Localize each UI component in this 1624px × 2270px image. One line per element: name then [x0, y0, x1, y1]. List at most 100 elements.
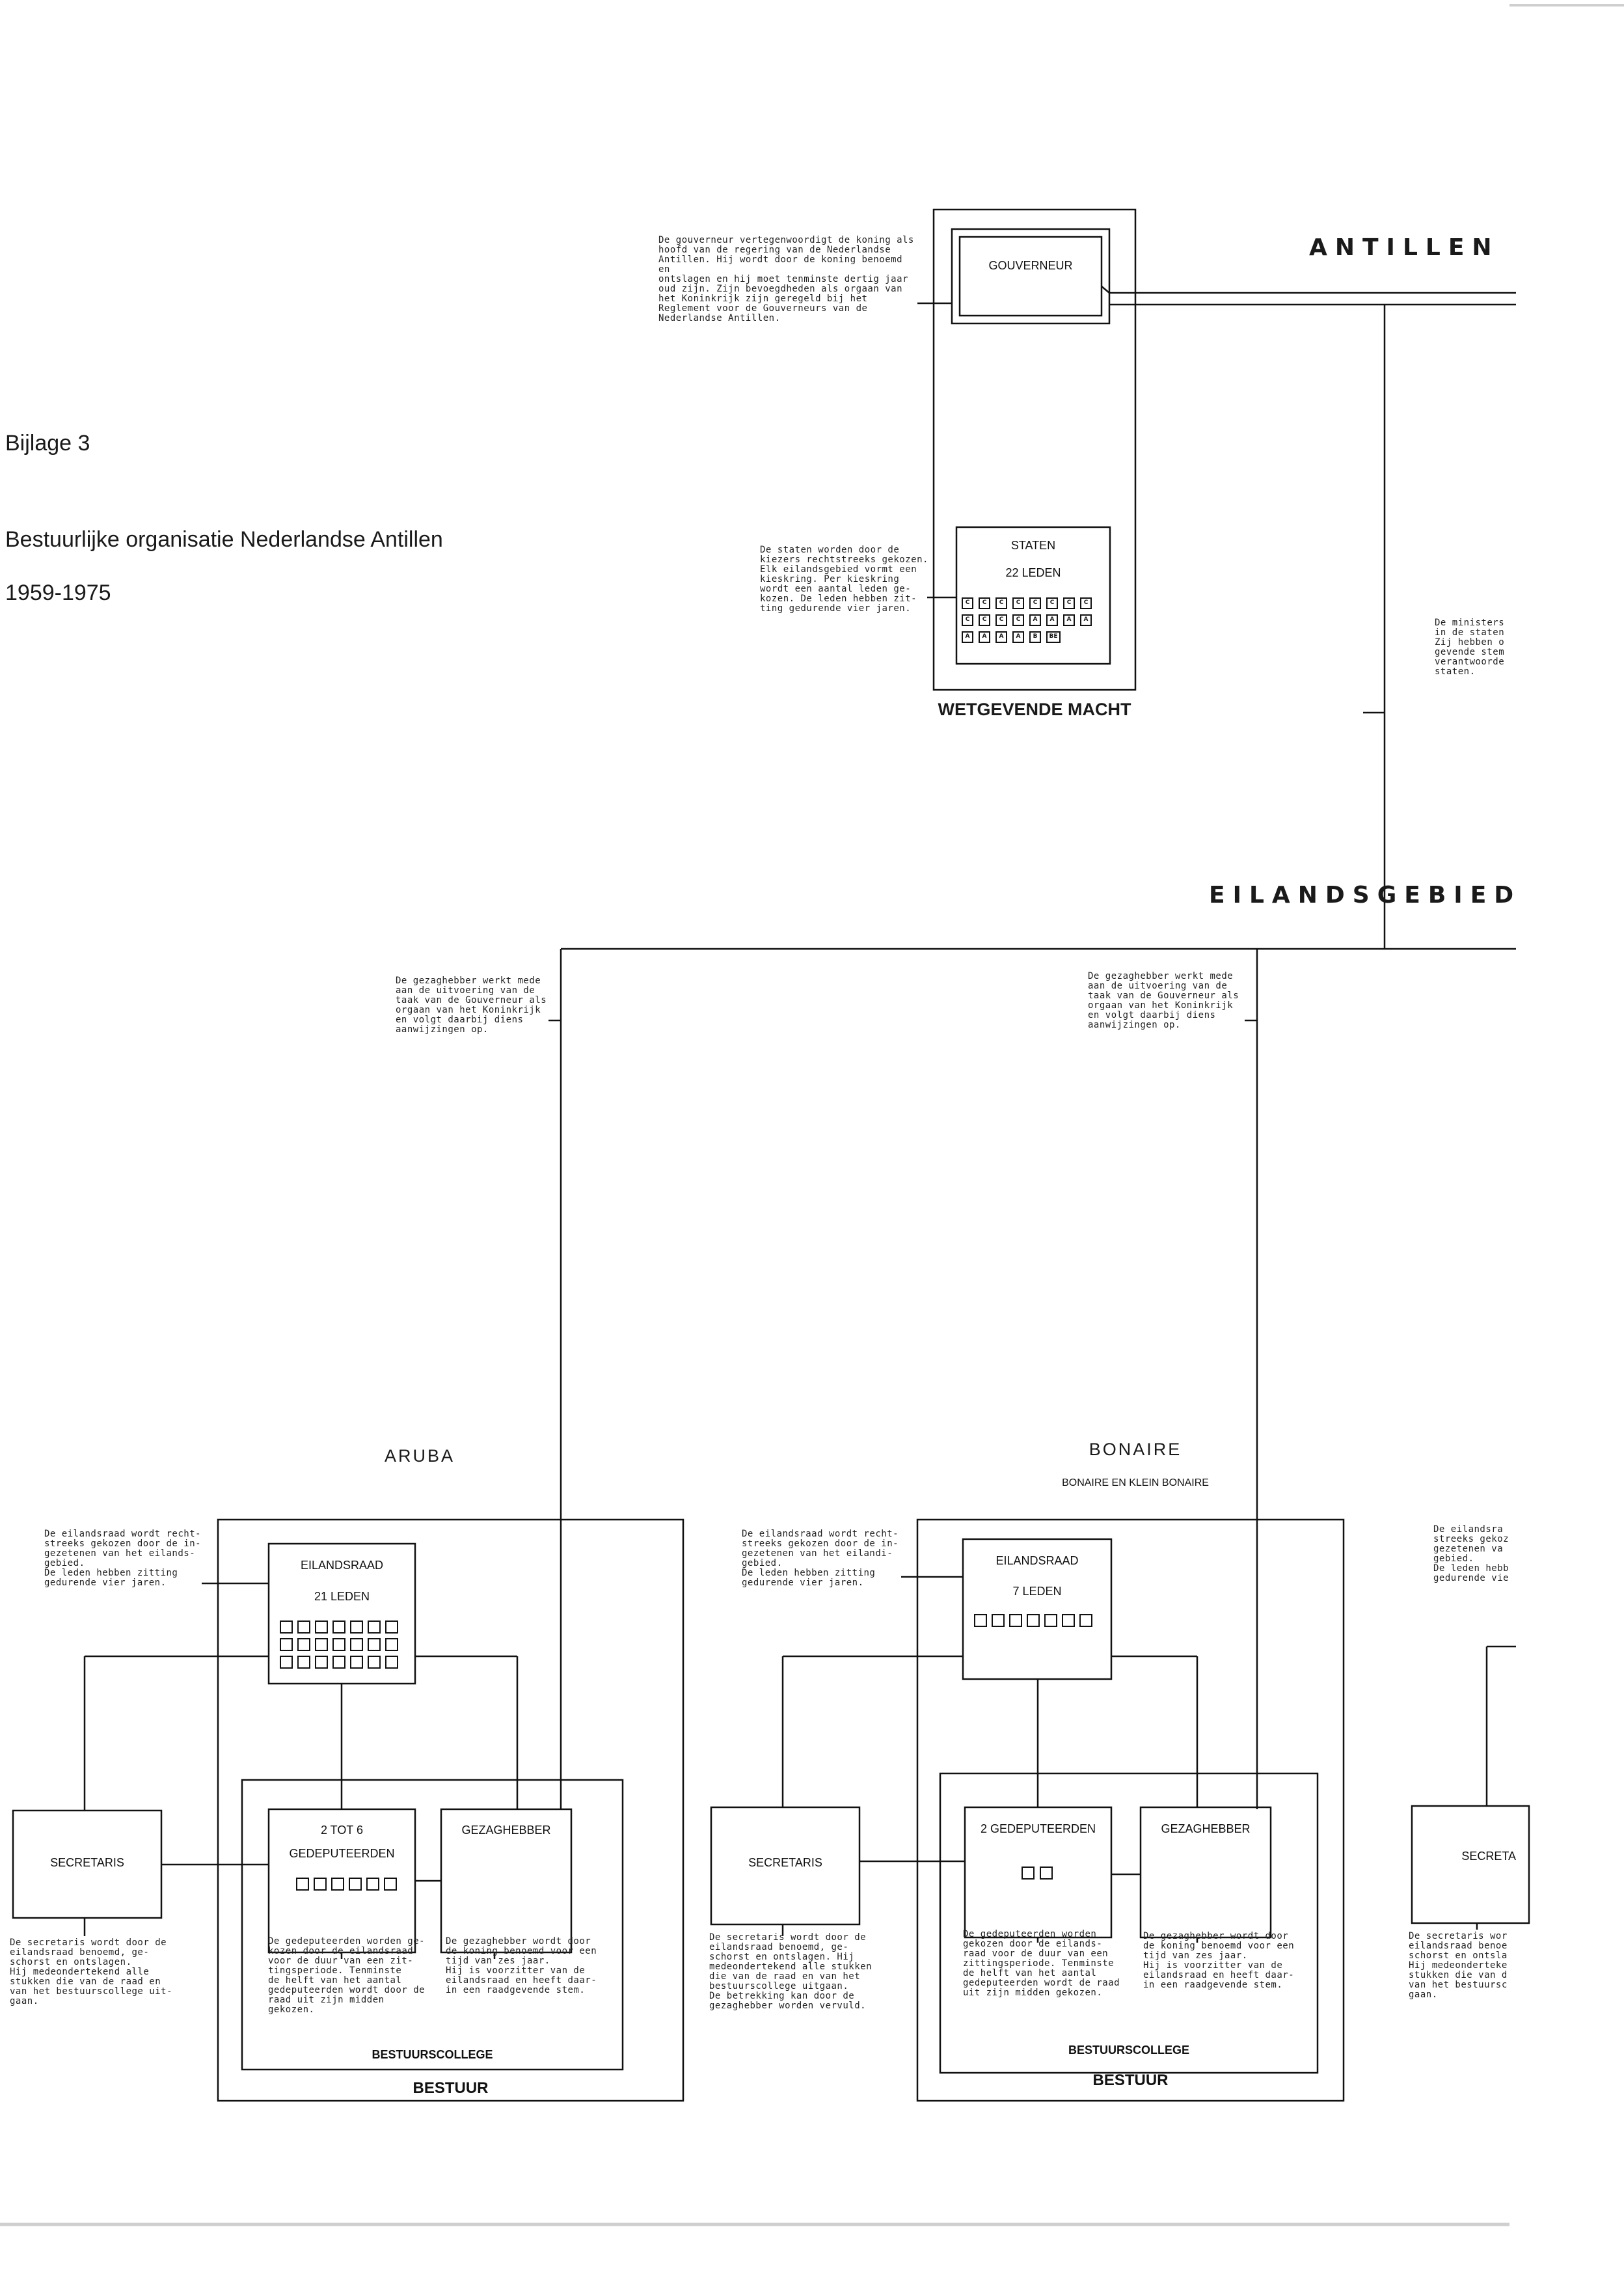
third-island-council-note: De eilandsra streeks gekoz gezetenen va …: [1433, 1525, 1509, 1583]
aruba-gezaghebber-note: De gezaghebber wordt door de koning beno…: [446, 1936, 597, 1995]
aruba-council-seat: [280, 1620, 293, 1634]
bonaire-council-seat: [1079, 1614, 1092, 1627]
aruba-council-seat: [350, 1638, 363, 1651]
aruba-title: ARUBA: [384, 1446, 455, 1466]
staten-seat: A: [962, 631, 973, 643]
aruba-council-seat: [350, 1656, 363, 1669]
aruba-council-seat: [332, 1620, 345, 1634]
bonaire-bestuur-frame: [916, 1518, 1345, 2102]
staten-seat: C: [1080, 597, 1092, 609]
eilandsgebied-heading: EILANDSGEBIED: [1209, 882, 1522, 909]
legislature-caption: WETGEVENDE MACHT: [938, 700, 1131, 719]
aruba-gezaghebber-label: GEZAGHEBBER: [461, 1824, 551, 1837]
appendix-label: Bijlage 3: [5, 431, 90, 456]
staten-seat: A: [979, 631, 990, 643]
bonaire-gezaghebber-note: De gezaghebber wordt door de koning beno…: [1143, 1931, 1295, 1990]
legislature-frame: [932, 208, 1137, 691]
aruba-council-seat: [315, 1656, 328, 1669]
aruba-eilandsraad-title: EILANDSRAAD: [300, 1559, 384, 1572]
aruba-council-seat: [332, 1638, 345, 1651]
aruba-council-seat: [297, 1638, 310, 1651]
staten-title: STATEN: [1010, 539, 1056, 552]
aruba-council-note: De eilandsraad wordt recht- streeks geko…: [44, 1529, 202, 1588]
staten-seat: C: [995, 597, 1007, 609]
aruba-deputy-seat: [296, 1878, 309, 1891]
bonaire-secretaris-label: SECRETARIS: [748, 1856, 822, 1869]
staten-seat: C: [1012, 614, 1024, 626]
staten-members: 22 LEDEN: [1005, 566, 1061, 579]
bonaire-eilandsraad-members: 7 LEDEN: [1012, 1585, 1062, 1598]
staten-seat: B: [1029, 631, 1041, 643]
bonaire-council-seat: [1027, 1614, 1040, 1627]
aruba-deputies-title: 2 TOT 6: [320, 1824, 364, 1837]
aruba-council-seat: [368, 1620, 381, 1634]
staten-seat: C: [995, 614, 1007, 626]
bonaire-council-seat-row: [974, 1614, 1104, 1631]
aruba-college-frame: [241, 1779, 624, 2071]
aruba-deputies-note: De gedeputeerden worden ge- kozen door d…: [268, 1936, 426, 2015]
bonaire-deputy-seat: [1022, 1867, 1035, 1880]
third-island-secretaris-label: SECRETA: [1461, 1850, 1516, 1863]
bonaire-college-frame: [939, 1772, 1319, 2074]
bonaire-council-seat: [1062, 1614, 1075, 1627]
aruba-college-label: BESTUURSCOLLEGE: [372, 2048, 493, 2061]
staten-seat: C: [1063, 597, 1075, 609]
aruba-council-seat: [368, 1656, 381, 1669]
staten-seat: C: [1029, 597, 1041, 609]
aruba-gezaghebber-role-note: De gezaghebber werkt mede aan de uitvoer…: [396, 976, 547, 1035]
governor-note: De gouverneur vertegenwoordigt de koning…: [658, 235, 914, 323]
staten-seat: C: [979, 614, 990, 626]
staten-seat: C: [979, 597, 990, 609]
bonaire-deputy-seat: [1040, 1867, 1053, 1880]
bonaire-secretaris-box: [710, 1806, 861, 1926]
governor-box-outer: [951, 228, 1111, 325]
aruba-council-seat: [280, 1638, 293, 1651]
aruba-council-seat: [368, 1638, 381, 1651]
bonaire-college-label: BESTUURSCOLLEGE: [1068, 2044, 1189, 2057]
page-period: 1959-1975: [5, 581, 111, 605]
bonaire-deputy-seat-row: [1022, 1867, 1061, 1883]
bonaire-eilandsraad-title: EILANDSRAAD: [995, 1554, 1079, 1567]
governor-box-inner: [958, 236, 1103, 317]
bonaire-council-seat: [974, 1614, 987, 1627]
bonaire-gezaghebber-label: GEZAGHEBBER: [1161, 1822, 1251, 1835]
aruba-council-seat: [385, 1620, 398, 1634]
staten-seat: C: [1046, 597, 1058, 609]
aruba-council-seat: [280, 1656, 293, 1669]
aruba-deputy-seat-row: [296, 1878, 407, 1894]
third-secretaris-box: [1411, 1805, 1530, 1924]
aruba-deputy-seat: [366, 1878, 379, 1891]
aruba-council-seat: [350, 1620, 363, 1634]
bonaire-deputies-title: 2 GEDEPUTEERDEN: [980, 1822, 1096, 1835]
aruba-deputy-seat: [384, 1878, 397, 1891]
aruba-bestuur-frame: [217, 1518, 684, 2102]
aruba-council-seat: [315, 1638, 328, 1651]
aruba-deputies-subtitle: GEDEPUTEERDEN: [289, 1847, 395, 1860]
aruba-council-seat: [315, 1620, 328, 1634]
aruba-council-seat: [332, 1656, 345, 1669]
aruba-eilandsraad-members: 21 LEDEN: [314, 1590, 370, 1603]
staten-seat: BE: [1046, 631, 1061, 643]
ministers-note: De ministers in de staten Zij hebben o g…: [1435, 618, 1505, 677]
aruba-council-seat: [297, 1656, 310, 1669]
bonaire-council-note: De eilandsraad wordt recht- streeks geko…: [742, 1529, 899, 1588]
staten-seat: C: [962, 597, 973, 609]
bonaire-gezaghebber-role-note: De gezaghebber werkt mede aan de uitvoer…: [1088, 971, 1239, 1030]
aruba-council-seat-grid: [280, 1620, 410, 1673]
staten-seat: A: [1080, 614, 1092, 626]
staten-seat: A: [995, 631, 1007, 643]
bonaire-subtitle: BONAIRE EN KLEIN BONAIRE: [1062, 1477, 1209, 1488]
bonaire-secretaris-note: De secretaris wordt door de eilandsraad …: [709, 1932, 873, 2011]
bonaire-gezaghebber-box: [1139, 1806, 1272, 1939]
bonaire-deputies-note: De gedeputeerden worden gekozen door de …: [963, 1929, 1120, 1998]
bonaire-bestuur-label: BESTUUR: [1092, 2072, 1169, 2089]
staten-seat: A: [1012, 631, 1024, 643]
staten-note: De staten worden door de kiezers rechtst…: [760, 545, 928, 614]
aruba-council-seat: [297, 1620, 310, 1634]
governor-label: GOUVERNEUR: [988, 259, 1073, 272]
bonaire-council-seat: [1009, 1614, 1022, 1627]
staten-seat: A: [1029, 614, 1041, 626]
antillen-heading: ANTILLEN: [1309, 234, 1500, 261]
